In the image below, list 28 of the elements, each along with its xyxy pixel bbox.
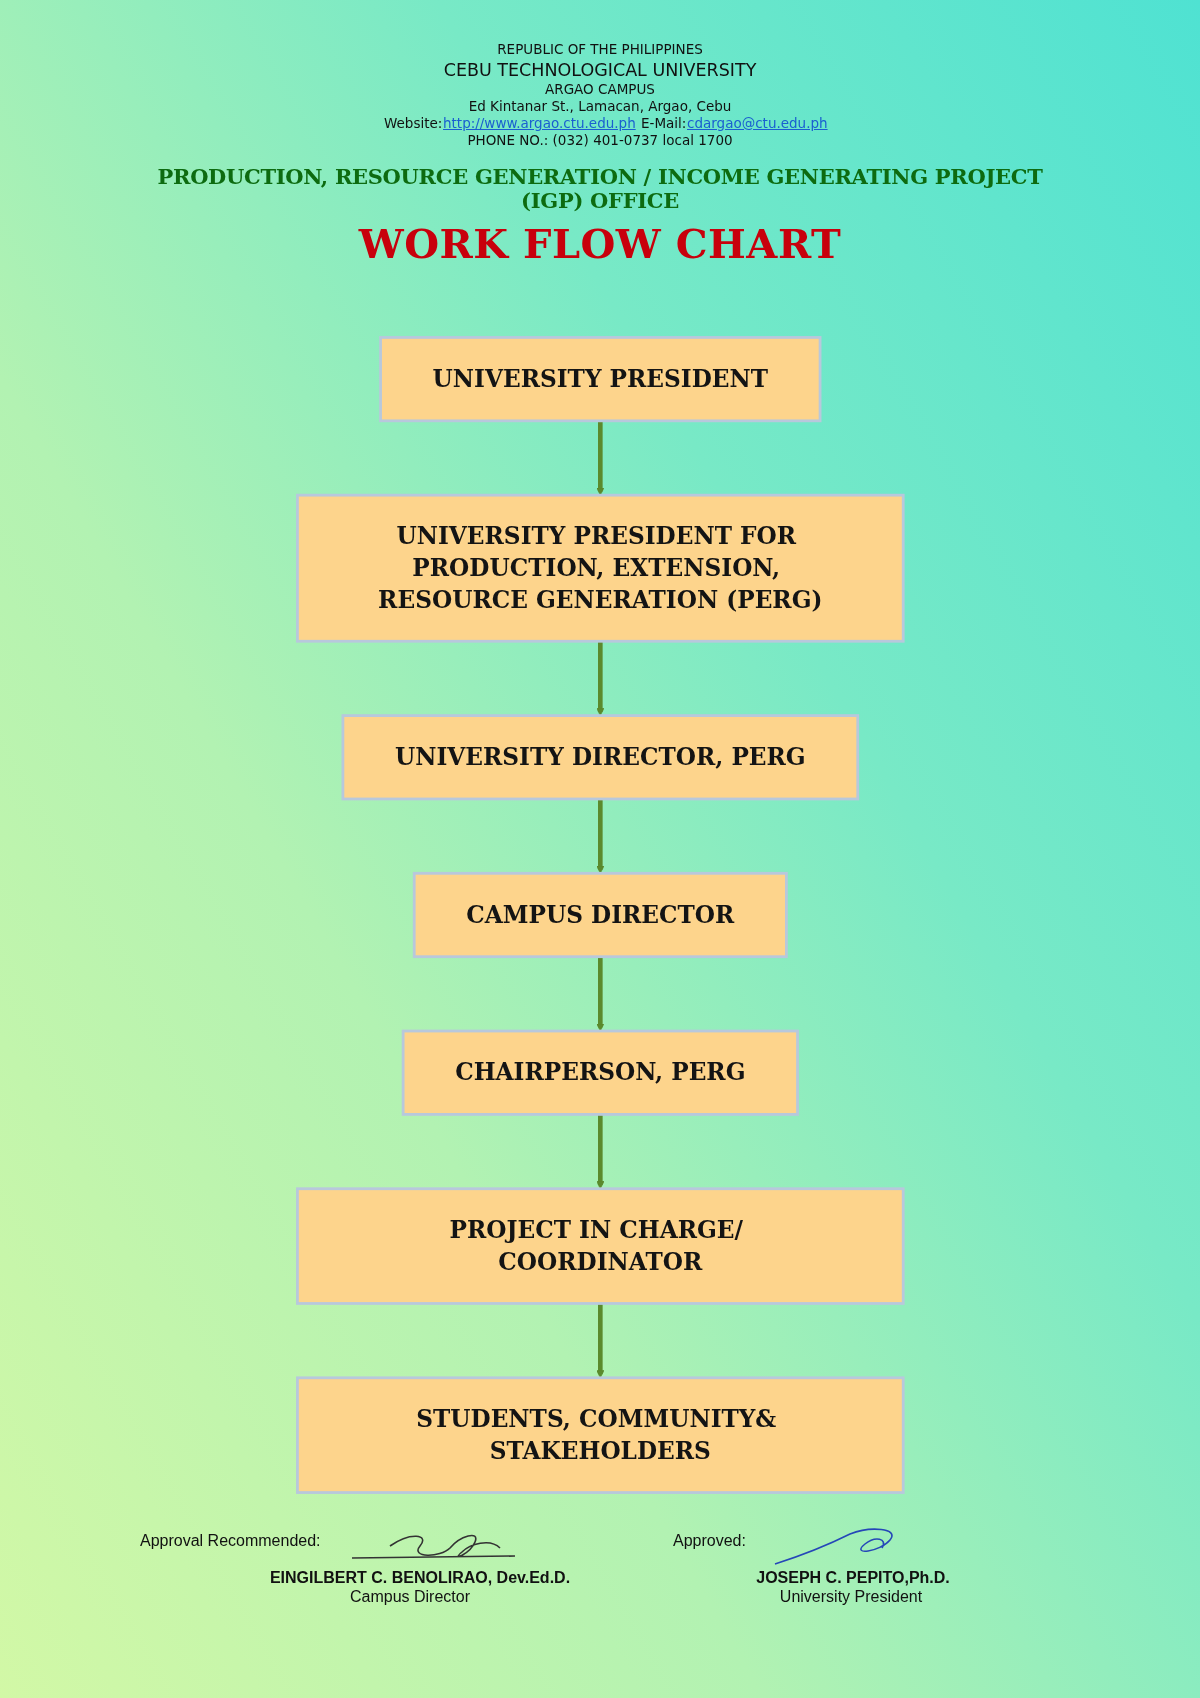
- process-box: CAMPUS DIRECTOR: [412, 871, 788, 959]
- field-label: Website:: [384, 116, 443, 132]
- phone-text: PHONE NO.: (032) 401-0737 local 1700: [467, 133, 733, 149]
- university-name: CEBU TECHNOLOGICAL UNIVERSITY: [443, 60, 757, 81]
- approval-label: Approved:: [673, 1532, 746, 1551]
- signatory-name: JOSEPH C. PEPITO,Ph.D.: [756, 1569, 950, 1588]
- process-box: CHAIRPERSON, PERG: [401, 1029, 799, 1116]
- process-box: UNIVERSITY PRESIDENT: [378, 336, 822, 423]
- arrow: [595, 420, 605, 496]
- field-label: E-Mail:: [641, 116, 687, 132]
- job-title: Campus Director: [350, 1588, 470, 1607]
- job-title: University President: [779, 1588, 923, 1607]
- arrow: [595, 956, 605, 1032]
- address-text: Ed Kintanar St., Lamacan, Argao, Cebu: [468, 99, 732, 115]
- process-box: STUDENTS, COMMUNITY& STAKEHOLDERS: [295, 1376, 905, 1494]
- office-heading: PRODUCTION, RESOURCE GENERATION / INCOME GENERATING PROJECT (IGP) OFFICE: [156, 165, 1044, 214]
- process-box: UNIVERSITY PRESIDENT FOR PRODUCTION, EXTENSION, RESOURCE GENERATION (PERG): [295, 493, 905, 643]
- process-box: PROJECT IN CHARGE/ COORDINATOR: [295, 1187, 905, 1305]
- arrow: [595, 641, 605, 716]
- arrow: [595, 799, 605, 874]
- email-link: cdargao@ctu.edu.ph: [687, 116, 828, 132]
- header-text: REPUBLIC OF THE PHILIPPINES: [497, 42, 703, 58]
- process-box: UNIVERSITY DIRECTOR, PERG: [341, 714, 859, 801]
- website-link: http://www.argao.ctu.edu.ph: [443, 116, 636, 132]
- chart-title: WORK FLOW CHART: [358, 220, 842, 267]
- signatory-name: EINGILBERT C. BENOLIRAO, Dev.Ed.D.: [269, 1569, 571, 1588]
- approval-label: Approval Recommended:: [140, 1532, 321, 1551]
- header-text: ARGAO CAMPUS: [545, 82, 655, 98]
